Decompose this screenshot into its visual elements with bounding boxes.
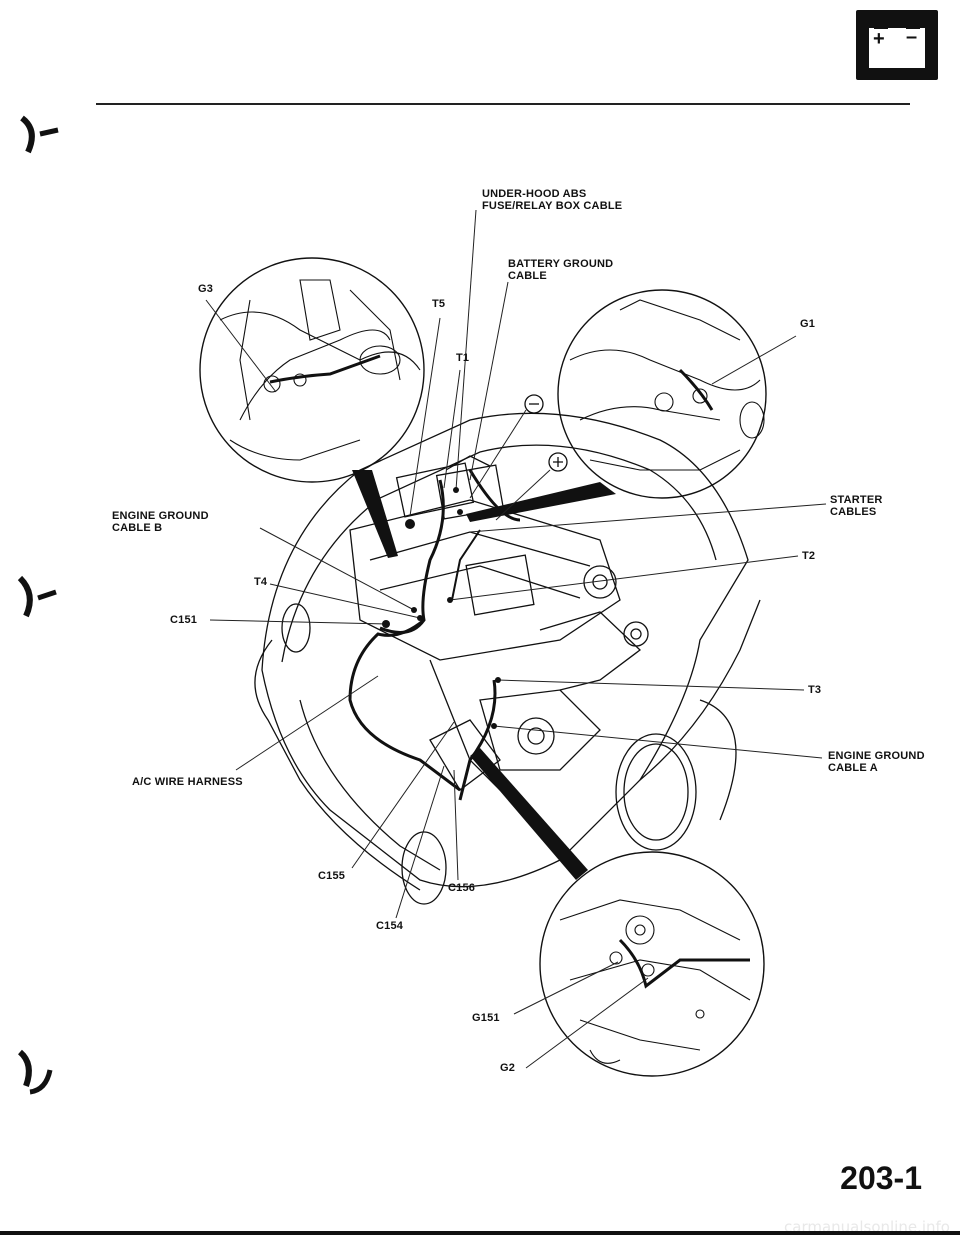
leader-c155 — [351, 721, 455, 869]
detail-circle-g3 — [199, 257, 425, 483]
leader-t4 — [269, 583, 421, 619]
leader-t1 — [443, 369, 461, 489]
detail-circle-g2 — [539, 851, 765, 1077]
label-starter-cables: STARTER CABLES — [830, 494, 883, 518]
leader-plus — [495, 469, 551, 521]
label-g2: G2 — [500, 1062, 516, 1074]
leader-c154 — [395, 765, 445, 919]
page-number: 203-1 — [840, 1160, 922, 1196]
leader-under-hood-abs — [455, 209, 477, 491]
leader-ac-harness — [235, 675, 379, 771]
positive-terminal-icon — [548, 452, 568, 472]
negative-terminal-icon — [524, 394, 544, 414]
battery-post-left — [874, 20, 888, 29]
label-g151: G151 — [472, 1012, 500, 1024]
label-t4: T4 — [254, 576, 268, 588]
label-battery-ground-cable: BATTERY GROUND CABLE — [508, 258, 614, 282]
leader-g151 — [513, 961, 619, 1015]
wedge-g3 — [352, 470, 398, 558]
battery-icon-face — [869, 28, 925, 68]
label-t3: T3 — [808, 684, 822, 696]
label-c154: C154 — [376, 920, 404, 932]
leader-c156 — [453, 769, 459, 881]
label-c156: C156 — [448, 882, 476, 894]
label-c151: C151 — [170, 614, 198, 626]
leader-t3 — [497, 679, 805, 691]
leader-g3 — [205, 299, 277, 393]
leader-minus — [469, 409, 527, 499]
label-t5: T5 — [432, 298, 446, 310]
battery-plus-sign: + — [873, 28, 885, 50]
leader-g2 — [525, 977, 649, 1069]
label-t1: T1 — [456, 352, 470, 364]
car-hood-outline — [261, 412, 749, 888]
label-ac-wire-harness: A/C WIRE HARNESS — [132, 776, 243, 788]
label-g1: G1 — [800, 318, 816, 330]
label-g3: G3 — [198, 283, 214, 295]
leader-engine-ground-b — [259, 527, 415, 611]
label-t2: T2 — [802, 550, 816, 562]
leader-t2 — [449, 555, 799, 601]
label-under-hood-abs: UNDER-HOOD ABS FUSE/RELAY BOX CABLE — [482, 188, 623, 212]
leader-engine-ground-a — [493, 725, 823, 759]
battery-minus-sign: – — [906, 26, 918, 48]
leader-t5 — [409, 317, 441, 517]
leader-g1 — [711, 335, 797, 385]
header-rule — [96, 103, 910, 105]
wedge-g2 — [470, 748, 588, 880]
leader-battery-ground — [469, 281, 509, 481]
leader-starter — [469, 503, 827, 533]
footer-rule — [0, 1231, 960, 1235]
wedge-g1 — [466, 482, 616, 522]
label-c155: C155 — [318, 870, 346, 882]
detail-circle-g1 — [557, 289, 767, 499]
label-engine-ground-cable-b: ENGINE GROUND CABLE B — [112, 510, 209, 534]
battery-post-right — [906, 20, 920, 29]
leader-c151 — [209, 619, 387, 625]
label-engine-ground-cable-a: ENGINE GROUND CABLE A — [828, 750, 925, 774]
battery-icon: + – — [856, 10, 938, 80]
